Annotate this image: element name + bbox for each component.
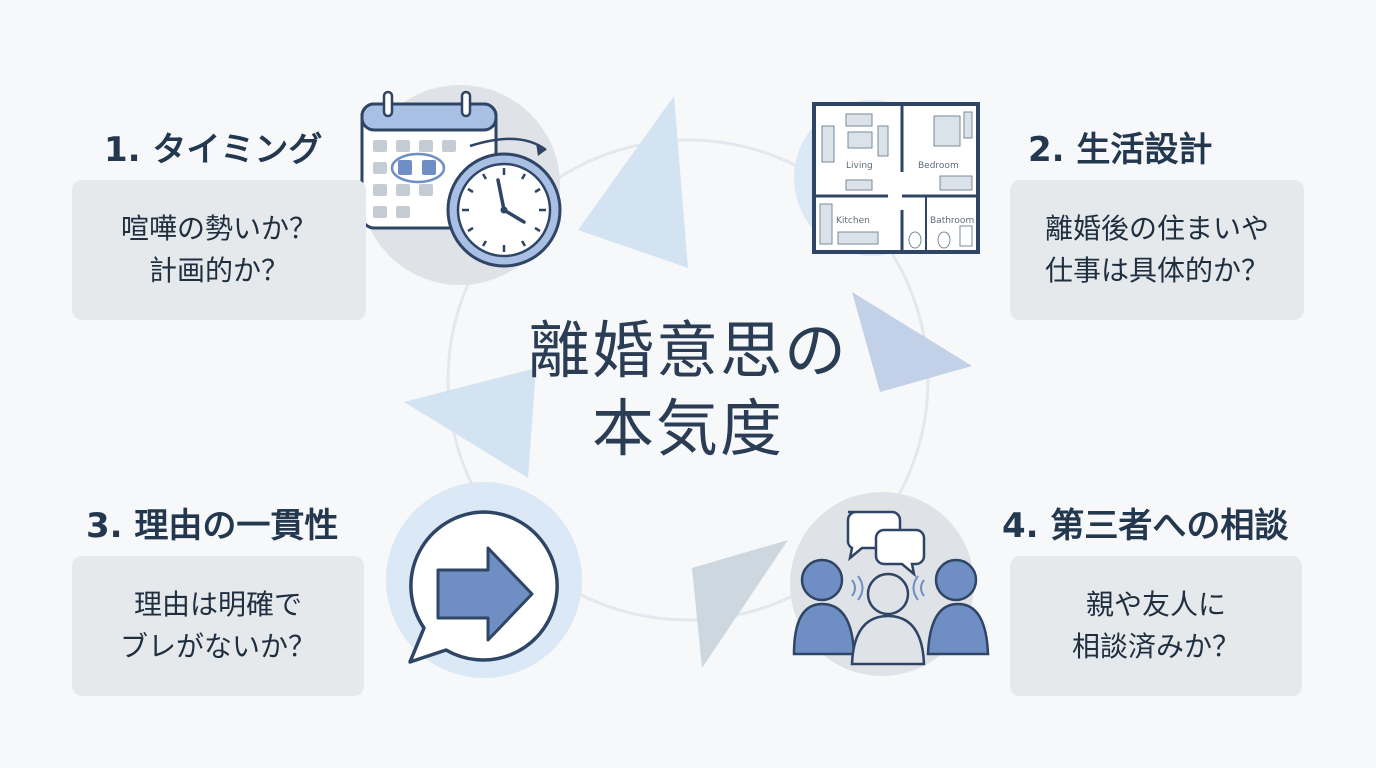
card-life-plan-line1: 離婚後の住まいや	[1044, 212, 1269, 245]
floor-plan-label-bedroom: Bedroom	[918, 161, 959, 171]
speech-arrow-icon	[386, 482, 582, 678]
item-title-timing: 1. タイミング	[104, 130, 323, 170]
card-consultation-line1: 親や友人に	[1085, 588, 1226, 621]
item-title-consultation: 4. 第三者への相談	[1002, 506, 1289, 546]
people-talking-icon	[790, 492, 990, 676]
card-consistency: 理由は明確で ブレがないか？	[72, 556, 364, 696]
cycle-ring	[446, 138, 930, 622]
card-consistency-line1: 理由は明確で	[133, 588, 302, 621]
center-title-line2: 本気度	[591, 392, 784, 465]
item-title-life-plan: 2. 生活設計	[1028, 130, 1213, 170]
card-consultation: 親や友人に 相談済みか？	[1010, 556, 1302, 696]
item-title-consistency: 3. 理由の一貫性	[86, 506, 339, 546]
center-title-line1: 離婚意思の	[527, 314, 848, 387]
card-consultation-line2: 相談済みか？	[1071, 630, 1240, 663]
card-timing-line2: 計画的か？	[148, 254, 289, 287]
floor-plan-icon: Living Bedroom Kitchen Bathroom	[794, 100, 980, 256]
card-life-plan: 離婚後の住まいや 仕事は具体的か？	[1010, 180, 1304, 320]
center-title: 離婚意思の 本気度	[488, 312, 888, 468]
cycle-arrow-left	[404, 368, 536, 478]
floor-plan-label-living: Living	[846, 161, 873, 171]
floor-plan-label-kitchen: Kitchen	[836, 216, 870, 226]
cycle-arrow-top	[578, 96, 688, 268]
cycle-arrow-right	[852, 292, 972, 392]
cycle-arrow-bottom	[692, 540, 788, 668]
floor-plan-label-bathroom: Bathroom	[930, 216, 974, 226]
card-timing: 喧嘩の勢いか？ 計画的か？	[72, 180, 366, 320]
calendar-clock-icon	[360, 85, 562, 285]
card-life-plan-line2: 仕事は具体的か？	[1044, 254, 1269, 287]
card-consistency-line2: ブレがないか？	[119, 630, 316, 663]
card-timing-line1: 喧嘩の勢いか？	[120, 212, 317, 245]
